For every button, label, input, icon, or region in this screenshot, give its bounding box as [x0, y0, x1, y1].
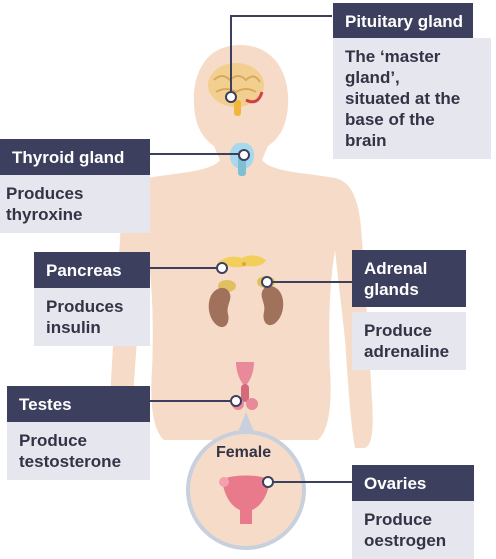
testes-description: Produce testosterone: [7, 422, 150, 480]
ovaries-title: Ovaries: [352, 465, 474, 501]
uterus-icon: [222, 475, 270, 524]
testes-title: Testes: [7, 386, 150, 422]
thyroid-gland-title: Thyroid gland: [0, 139, 150, 175]
body-silhouette: [109, 45, 373, 448]
pituitary-gland-description: The ‘master gland’, situated at the base…: [333, 38, 491, 159]
ovaries-description: Produce oestrogen: [352, 501, 474, 559]
female-inset: [186, 412, 306, 550]
female-inset-label: Female: [216, 444, 272, 461]
brain-icon: [208, 63, 264, 116]
kidneys-icon: [208, 285, 284, 328]
pancreas-title: Pancreas: [34, 252, 150, 288]
pituitary-gland-title: Pituitary gland: [333, 3, 474, 39]
thyroid-gland-description: Produces thyroxine: [0, 175, 150, 233]
adrenal-glands-description: Produce adrenaline: [352, 312, 466, 370]
connector-dots: [216, 91, 274, 488]
pancreas-description: Produces insulin: [34, 288, 150, 346]
adrenal-glands-title: Adrenal glands: [352, 250, 466, 307]
connector-lines: [150, 15, 352, 483]
